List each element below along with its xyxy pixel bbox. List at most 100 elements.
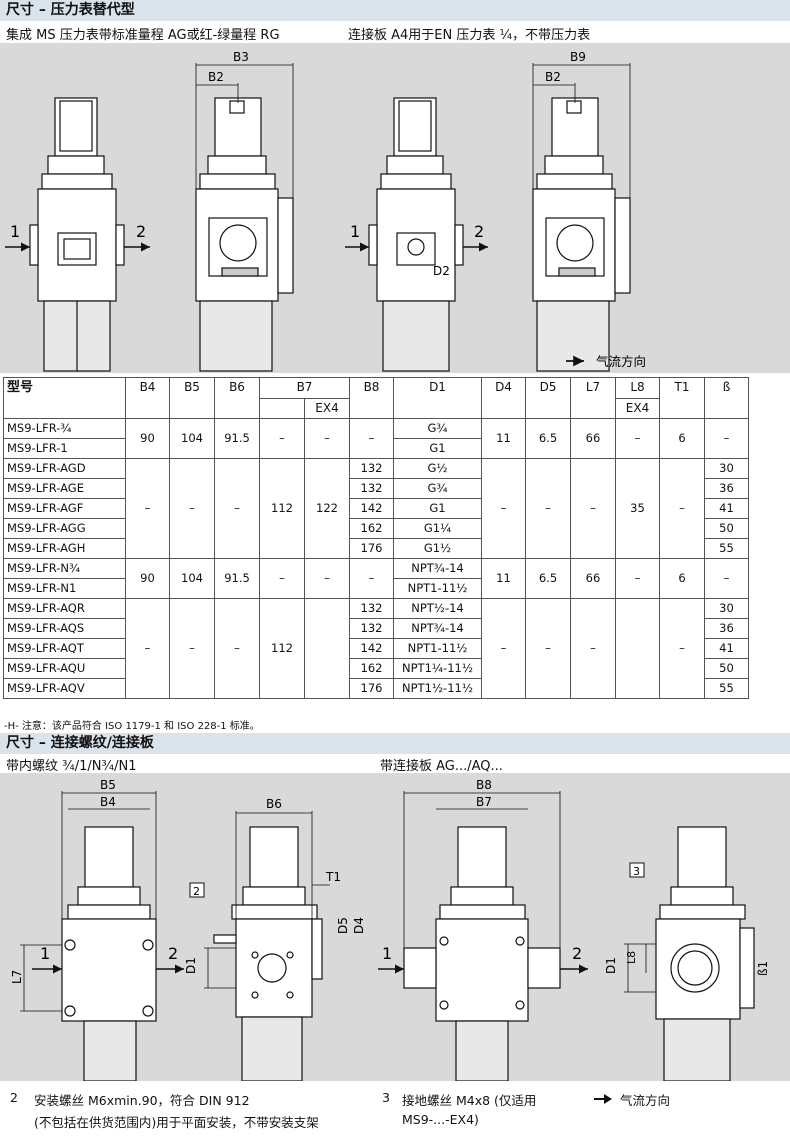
d1-cell: NPT¾-14 <box>393 558 482 579</box>
d1-cell: NPT½-14 <box>393 598 482 619</box>
header-b4: B4 <box>125 377 170 419</box>
dim-lines-b7-b8 <box>403 791 561 948</box>
b7-cell: 112 <box>259 598 305 699</box>
callout-3-box <box>629 862 645 878</box>
b8-cell: 142 <box>349 638 394 659</box>
model-cell: MS9-LFR-AGH <box>3 538 126 559</box>
beta-cell: 41 <box>704 638 749 659</box>
model-cell: MS9-LFR-N1 <box>3 578 126 599</box>
table-row: MS9-LFR-AQR – – – 112 132 NPT½-14 – – – … <box>3 598 749 699</box>
d1-cell: G¾ <box>393 418 482 439</box>
dim-beta-label: ß1 <box>756 961 770 976</box>
dim-b4-label: B4 <box>100 795 116 809</box>
beta-cell: – <box>704 558 749 599</box>
subheader-b7-blank <box>259 397 305 419</box>
port-2-label-c: 2 <box>168 944 178 963</box>
section2-drawings: B5 B4 L7 1 2 B6 T1 D5 D4 D1 2 <box>10 778 770 1082</box>
b5-cell: 104 <box>169 558 215 599</box>
d1-cell: G½ <box>393 458 482 479</box>
b7-ex4-cell: – <box>304 558 350 599</box>
b8-cell: 132 <box>349 598 394 619</box>
b6-cell: – <box>214 598 260 699</box>
dim-b7-label: B7 <box>476 795 492 809</box>
t1-cell: 6 <box>659 418 705 459</box>
header-b5: B5 <box>169 377 215 419</box>
port-2-label-d: 2 <box>572 944 582 963</box>
d1-cell: NPT1-11½ <box>393 638 482 659</box>
beta-cell: 30 <box>704 598 749 619</box>
b8-cell: 162 <box>349 518 394 539</box>
port-2-label: 2 <box>136 222 146 241</box>
l7-cell: 66 <box>570 558 616 599</box>
b8-cell: 162 <box>349 658 394 679</box>
port-1-label-d: 1 <box>382 944 392 963</box>
b4-cell: – <box>125 598 170 699</box>
b4-cell: 90 <box>125 418 170 459</box>
b6-cell: – <box>214 458 260 559</box>
d1-cell: NPT¾-14 <box>393 618 482 639</box>
table-row: MS9-LFR-AGE 132 G¾ 36 <box>3 478 749 499</box>
table-row: MS9-LFR-AGH 176 G1½ 55 <box>3 538 749 559</box>
dim-b5-label: B5 <box>100 778 116 792</box>
port-1-label: 1 <box>10 222 20 241</box>
header-d4: D4 <box>481 377 526 419</box>
b7-cell: – <box>259 558 305 599</box>
section1-drawing-panel: 1 2 B3 B2 1 2 D2 <box>0 43 790 373</box>
dim-b8-label: B8 <box>476 778 492 792</box>
regulator-front-view-1 <box>29 97 125 372</box>
d1-cell: G¾ <box>393 478 482 499</box>
subheader-b7-ex4: EX4 <box>304 397 350 419</box>
port-1-label-b: 1 <box>350 222 360 241</box>
spec-table: 型号 B4 B5 B6 B7 B8 D1 D4 D5 L7 L8 T1 ß EX… <box>3 377 749 699</box>
d1-cell: NPT1½-11½ <box>393 678 482 699</box>
dim-d2-label: D2 <box>433 264 450 278</box>
d4-cell: – <box>481 598 526 699</box>
dim-lines-b6 <box>204 811 330 989</box>
footer-item2-number: 2 <box>10 1090 18 1105</box>
beta-cell: 30 <box>704 458 749 479</box>
header-beta: ß <box>704 377 749 419</box>
footer-flow-arrow-icon <box>594 1094 612 1104</box>
model-cell: MS9-LFR-1 <box>3 438 126 459</box>
d1-cell: NPT1-11½ <box>393 578 482 599</box>
b7-ex4-cell: – <box>304 418 350 459</box>
b8-cell: 142 <box>349 498 394 519</box>
section2-right-caption: 带连接板 AG.../AQ... <box>380 759 503 774</box>
b8-cell: 176 <box>349 538 394 559</box>
section2-left-caption: 带内螺纹 ¾/1/N¾/N1 <box>6 759 137 774</box>
header-d5: D5 <box>525 377 571 419</box>
header-b6: B6 <box>214 377 260 419</box>
footer-item3-number: 3 <box>382 1090 390 1105</box>
dim-b9-label: B9 <box>570 50 586 64</box>
d1-cell: G1 <box>393 438 482 459</box>
header-d1: D1 <box>393 377 482 419</box>
plate-front-view <box>403 826 561 1082</box>
table-row: MS9-LFR-AGF 142 G1 41 <box>3 498 749 519</box>
b8-cell: 132 <box>349 478 394 499</box>
model-cell: MS9-LFR-AQT <box>3 638 126 659</box>
dim-lines-b2-b9 <box>532 63 631 203</box>
subheader-l8-ex4: EX4 <box>615 397 660 419</box>
table-row: MS9-LFR-AGG 162 G1¼ 50 <box>3 518 749 539</box>
model-cell: MS9-LFR-¾ <box>3 418 126 439</box>
d1-cell: G1½ <box>393 538 482 559</box>
beta-cell: 36 <box>704 478 749 499</box>
l7-cell: – <box>570 598 616 699</box>
b4-cell: – <box>125 458 170 559</box>
model-cell: MS9-LFR-AQS <box>3 618 126 639</box>
l8-cell: 35 <box>615 458 660 559</box>
threaded-side-view <box>213 826 323 1082</box>
d4-cell: 11 <box>481 418 526 459</box>
section1-drawings: 1 2 B3 B2 1 2 D2 <box>5 50 646 372</box>
footer-item2-line2: (不包括在供货范围内)用于平面安装，不带安装支架 <box>34 1115 319 1130</box>
flow-direction-label: 气流方向 <box>596 354 646 369</box>
d1-cell: NPT1¼-11½ <box>393 658 482 679</box>
section2-title: 尺寸 – 连接螺纹/连接板 <box>6 735 154 751</box>
callout-3-label: 3 <box>633 865 640 878</box>
section1-left-caption: 集成 MS 压力表带标准量程 AG或红-绿量程 RG <box>6 28 280 43</box>
b8-cell: 132 <box>349 458 394 479</box>
b6-cell: 91.5 <box>214 558 260 599</box>
footer-item3-line2: MS9-...-EX4) <box>402 1112 479 1127</box>
beta-cell: 50 <box>704 518 749 539</box>
footer-flow-label: 气流方向 <box>620 1093 671 1108</box>
